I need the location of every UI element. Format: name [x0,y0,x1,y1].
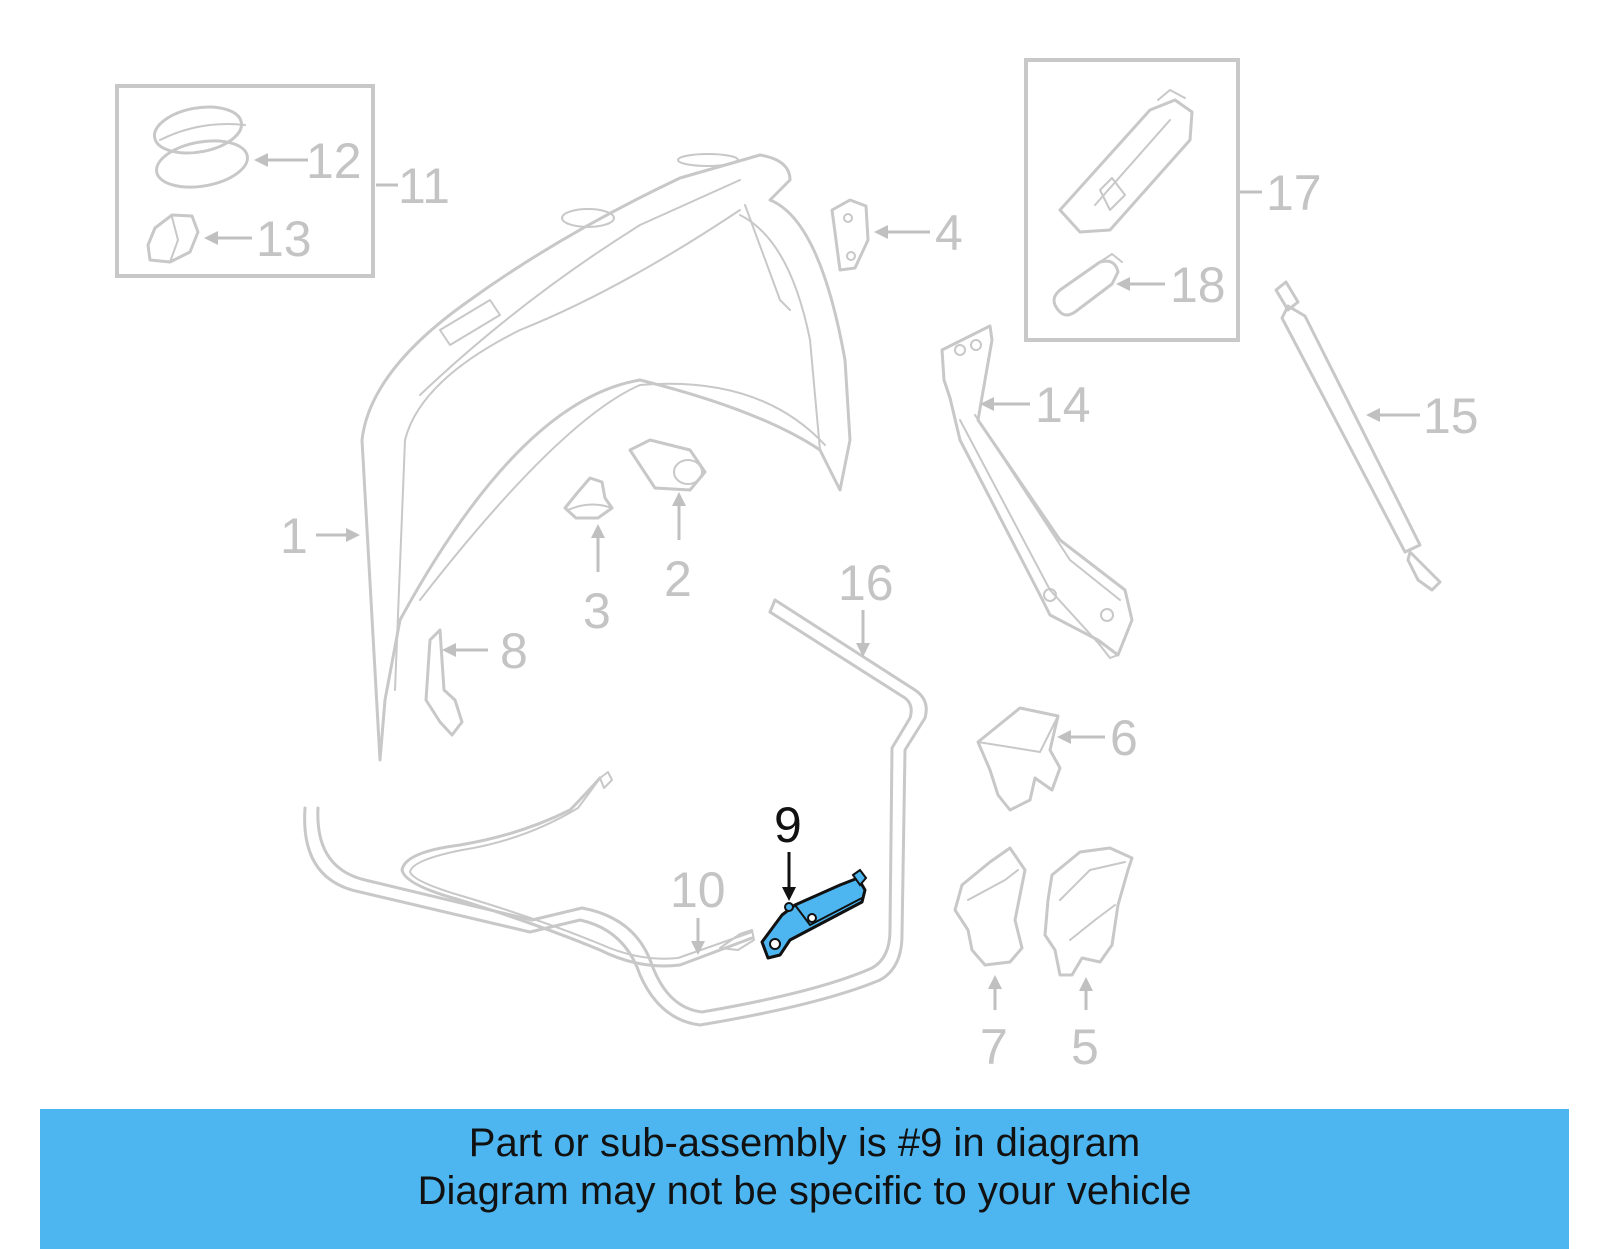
part-9-highlighted-bracket [760,868,868,960]
callout-3: 3 [583,583,611,639]
callout-9: 9 [774,797,802,853]
banner-disclaimer: Diagram may not be specific to your vehi… [417,1169,1192,1213]
callout-11: 11 [398,158,450,214]
leader-lines [204,153,1420,1010]
part-5-latch [1043,846,1134,977]
part-2-bumper [628,438,707,492]
part-4-striker [830,198,870,272]
callout-13: 13 [256,211,312,267]
callout-18: 18 [1170,257,1226,313]
banner-part-note: Part or sub-assembly is #9 in diagram [468,1121,1141,1165]
callout-5: 5 [1071,1019,1099,1075]
callout-15: 15 [1423,388,1479,444]
part-8-bracket [424,628,464,737]
callout-10: 10 [670,862,726,918]
callout-14: 14 [1035,377,1091,433]
callout-4: 4 [935,205,963,261]
part-16-weatherstrip [303,598,928,1027]
part-10-release-cable [400,771,755,968]
part-15-gas-strut [1274,280,1442,592]
callout-2: 2 [664,551,692,607]
group-box-17 [1024,58,1240,342]
part-6-lock-cover [976,706,1062,812]
callout-labels: 1 2 3 4 5 6 7 8 9 10 11 12 13 14 15 16 1… [256,133,1479,1075]
info-banner: Part or sub-assembly is #9 in diagram Di… [40,1109,1569,1249]
callout-16: 16 [838,555,894,611]
callout-7: 7 [980,1019,1008,1075]
part-13-socket [146,213,200,264]
part-7-latch-cover [953,846,1027,967]
part-18-bulb [1052,253,1123,317]
callout-1: 1 [280,508,308,564]
part-3-grommet [563,476,614,520]
callout-17: 17 [1266,165,1322,221]
part-14-hinge [940,324,1134,659]
callout-12: 12 [306,133,362,189]
part-12-lens [153,105,249,189]
part-17-lamp-housing [1058,89,1194,234]
callout-8: 8 [500,623,528,679]
group-box-11 [115,84,375,278]
part-1-trunk-lid [360,153,852,762]
callout-6: 6 [1110,710,1138,766]
